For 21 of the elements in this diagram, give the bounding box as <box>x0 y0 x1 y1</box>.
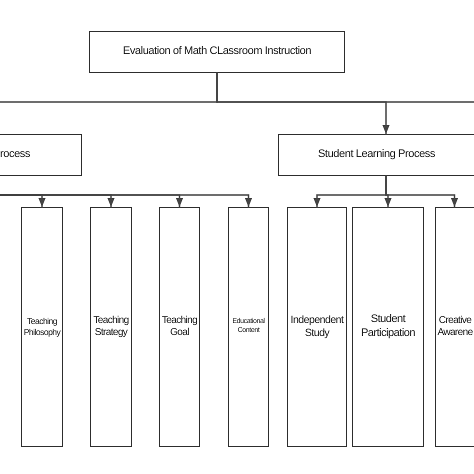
box-label: Creative Awarene <box>436 314 474 340</box>
box-label: Student Learning Process <box>318 148 435 162</box>
process-box <box>0 134 82 176</box>
box-label: Independent Study <box>290 314 345 340</box>
category-box <box>21 207 63 447</box>
process-box <box>278 134 474 176</box>
box-label: Teaching Philosophy <box>22 316 62 338</box>
box-label: rocess <box>0 148 30 162</box>
box-label: Teaching Strategy <box>92 314 130 340</box>
box-label: Evaluation of Math CLassroom Instruction <box>122 45 312 59</box>
category-box <box>352 207 424 447</box>
category-box <box>287 207 347 447</box>
arrow <box>385 176 458 207</box>
category-box <box>228 207 269 447</box>
category-box <box>159 207 200 447</box>
category-box <box>435 207 474 447</box>
box-label: Teaching Goal <box>160 314 198 340</box>
category-box <box>90 207 132 447</box>
process-box <box>89 31 345 73</box>
arrow <box>0 194 252 207</box>
box-label: Student Participation <box>360 313 416 341</box>
